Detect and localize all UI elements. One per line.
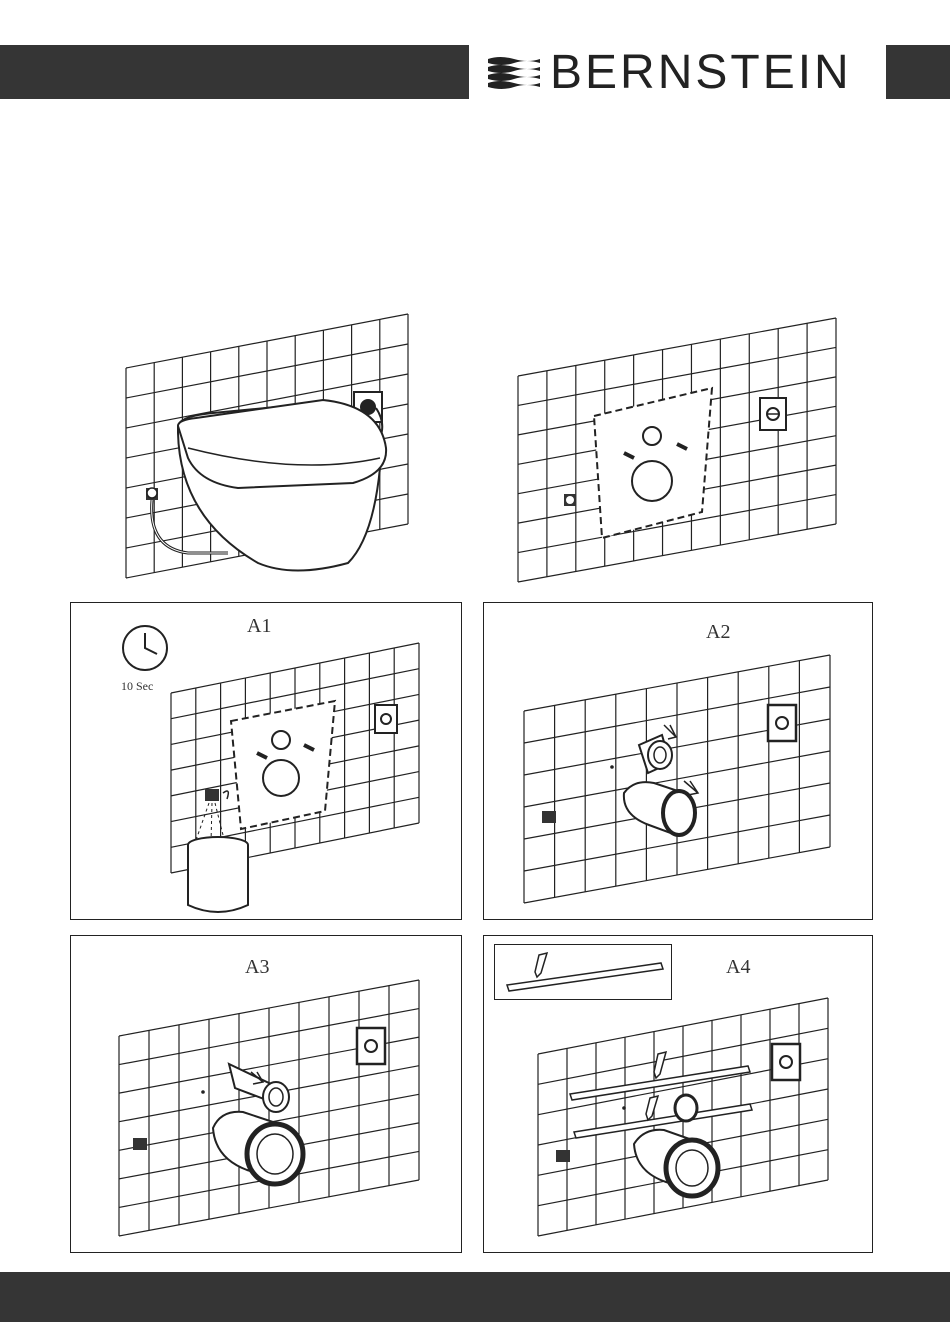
brand-name: BERNSTEIN — [550, 49, 852, 97]
step-panel-a2: A2 — [483, 602, 873, 920]
header-bar-left — [0, 45, 469, 99]
step-panel-a3: A3 — [70, 935, 462, 1253]
step-panel-a1: A1 10 Sec — [70, 602, 462, 920]
strip-pipe-installation-illustration — [484, 936, 874, 1254]
brand-logo: BERNSTEIN — [486, 47, 878, 99]
wall-template-illustration — [512, 316, 842, 588]
pipe-installation-illustration — [71, 936, 463, 1254]
installed-toilet-illustration — [118, 308, 418, 588]
flush-water-illustration — [71, 603, 463, 921]
waves-logo-icon — [486, 53, 542, 93]
step-panel-a4: A4 — [483, 935, 873, 1253]
footer-bar — [0, 1272, 950, 1322]
pipe-connectors-illustration — [484, 603, 874, 921]
header-bar-right — [886, 45, 950, 99]
